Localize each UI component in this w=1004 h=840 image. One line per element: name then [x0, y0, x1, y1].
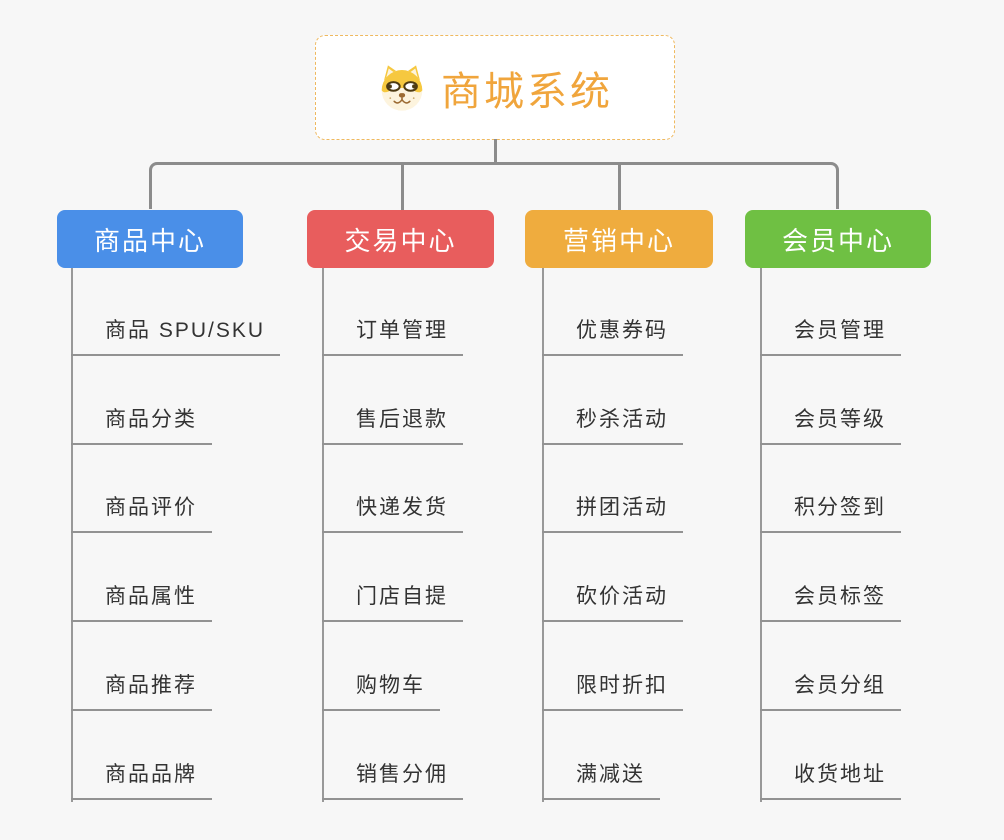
- root-stem-line: [494, 139, 497, 164]
- branch-header-marketing-center[interactable]: 营销中心: [525, 210, 713, 268]
- topic-item[interactable]: 订单管理: [322, 316, 463, 356]
- branch-drop-line: [401, 162, 404, 210]
- topic-item[interactable]: 购物车: [322, 671, 440, 711]
- topic-item[interactable]: 优惠券码: [542, 316, 683, 356]
- topic-item[interactable]: 商品评价: [71, 493, 212, 533]
- topic-item[interactable]: 商品品牌: [71, 760, 212, 800]
- topic-item[interactable]: 商品推荐: [71, 671, 212, 711]
- topic-item[interactable]: 门店自提: [322, 582, 463, 622]
- branch-trunk-line: [542, 268, 544, 802]
- topic-item[interactable]: 售后退款: [322, 405, 463, 445]
- topic-item[interactable]: 商品 SPU/SKU: [71, 316, 281, 356]
- topic-item[interactable]: 限时折扣: [542, 671, 683, 711]
- topic-item[interactable]: 会员标签: [760, 582, 901, 622]
- root-topic-label: 商城系统: [441, 69, 613, 114]
- branch-header-product-center[interactable]: 商品中心: [57, 210, 243, 268]
- topic-item[interactable]: 会员等级: [760, 405, 901, 445]
- branch-items-member-center: 会员管理 会员等级 积分签到 会员标签 会员分组 收货地址: [760, 268, 1000, 808]
- branch-bus-line: [149, 162, 839, 209]
- branch-trunk-line: [322, 268, 324, 802]
- root-topic[interactable]: 商城系统: [315, 35, 675, 140]
- topic-item[interactable]: 拼团活动: [542, 493, 683, 533]
- topic-item[interactable]: 积分签到: [760, 493, 901, 533]
- topic-item[interactable]: 销售分佣: [322, 760, 463, 800]
- branch-header-trade-center[interactable]: 交易中心: [307, 210, 494, 268]
- branch-items-product-center: 商品 SPU/SKU 商品分类 商品评价 商品属性 商品推荐 商品品牌: [71, 268, 311, 808]
- topic-item[interactable]: 收货地址: [760, 760, 901, 800]
- topic-item[interactable]: 满减送: [542, 760, 660, 800]
- branch-items-marketing-center: 优惠券码 秒杀活动 拼团活动 砍价活动 限时折扣 满减送: [542, 268, 782, 808]
- topic-item[interactable]: 砍价活动: [542, 582, 683, 622]
- branch-items-trade-center: 订单管理 售后退款 快递发货 门店自提 购物车 销售分佣: [322, 268, 562, 808]
- shiba-dog-icon: [377, 63, 427, 113]
- branch-trunk-line: [71, 268, 73, 802]
- branch-header-member-center[interactable]: 会员中心: [745, 210, 931, 268]
- topic-item[interactable]: 商品属性: [71, 582, 212, 622]
- topic-item[interactable]: 商品分类: [71, 405, 212, 445]
- branch-trunk-line: [760, 268, 762, 802]
- topic-item[interactable]: 快递发货: [322, 493, 463, 533]
- topic-item[interactable]: 秒杀活动: [542, 405, 683, 445]
- branch-drop-line: [618, 162, 621, 210]
- topic-item[interactable]: 会员管理: [760, 316, 901, 356]
- topic-item[interactable]: 会员分组: [760, 671, 901, 711]
